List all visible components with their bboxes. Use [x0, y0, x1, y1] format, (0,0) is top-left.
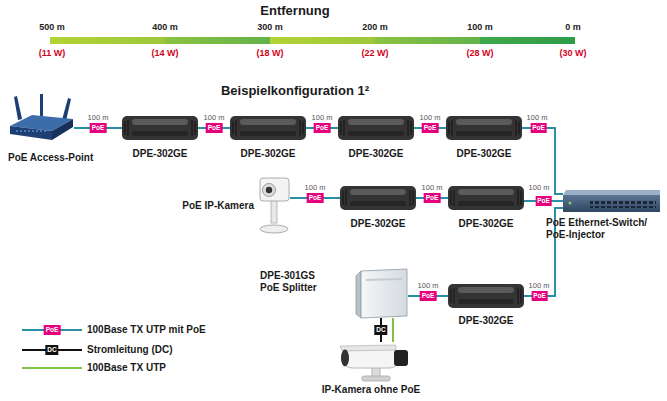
- device-label: DPE-302GE: [458, 218, 513, 230]
- power-value: (22 W): [362, 48, 389, 58]
- legend-text: 100Base TX UTP mit PoE: [87, 324, 206, 336]
- device-node: DPE-302GE: [446, 116, 522, 140]
- power-value: (18 W): [257, 48, 284, 58]
- cable-length: 100 m: [420, 113, 441, 122]
- cable-tag: PoE: [307, 193, 324, 203]
- cable-tag: PoE: [535, 196, 552, 206]
- cable-tag: PoE: [424, 193, 441, 203]
- device-label: DPE-302GE: [456, 148, 511, 160]
- device-label: DPE-302GE: [132, 148, 187, 160]
- cable-tag: PoE: [422, 123, 439, 133]
- power-value: (14 W): [152, 48, 179, 58]
- cable-length: 100 m: [312, 113, 333, 122]
- bullet-camera-icon: [340, 345, 408, 381]
- cable-length: 100 m: [418, 281, 439, 290]
- cable-tag: PoE: [530, 123, 547, 133]
- device-label: DPE-302GE: [240, 148, 295, 160]
- cable-length: 100 m: [529, 183, 550, 192]
- device-node: DPE-302GE: [122, 116, 198, 140]
- device-node: DPE-302GE: [230, 116, 306, 140]
- device-label: PoE Ethernet-Switch/ PoE-Injector: [546, 217, 664, 241]
- cable-tag: DC: [374, 325, 387, 335]
- device-node: DPE-302GE: [448, 186, 524, 210]
- distance-mark: 0 m: [565, 22, 581, 32]
- device-label: DPE-301GS PoE Splitter: [260, 270, 334, 294]
- dc-tag: DC: [45, 345, 58, 355]
- cable-length: 100 m: [88, 113, 109, 122]
- distance-mark: 300 m: [257, 22, 283, 32]
- cable-length: 100 m: [529, 281, 550, 290]
- title: Entfernung: [260, 3, 329, 18]
- device-label: PoE IP-Kamera: [182, 200, 254, 212]
- switch-icon: [563, 190, 660, 212]
- cable-tag: PoE: [420, 291, 437, 301]
- device-label: IP-Kamera ohne PoE: [322, 384, 420, 396]
- device-node: DPE-302GE: [340, 186, 416, 210]
- device-node: PoE Ethernet-Switch/ PoE-Injector: [563, 190, 660, 212]
- distance-mark: 200 m: [362, 22, 388, 32]
- device-node: PoE IP-Kamera: [258, 176, 290, 234]
- device-node: IP-Kamera ohne PoE: [332, 342, 410, 382]
- device-label: DPE-302GE: [350, 218, 405, 230]
- device-label: DPE-302GE: [458, 315, 513, 327]
- device-label: PoE Access-Point: [8, 152, 93, 164]
- device-label: DPE-302GE: [348, 148, 403, 160]
- legend-text: 100Base TX UTP: [87, 362, 166, 374]
- cable-tag: PoE: [90, 123, 107, 133]
- cable-length: 100 m: [527, 113, 548, 122]
- distance-mark: 400 m: [152, 22, 178, 32]
- power-value: (11 W): [39, 48, 66, 58]
- cable: [392, 318, 394, 342]
- distance-mark: 500 m: [39, 22, 65, 32]
- legend-text: Stromleitung (DC): [87, 344, 173, 356]
- device-node: DPE-302GE: [448, 284, 524, 308]
- cable-tag: PoE: [531, 291, 548, 301]
- distance-bar: [50, 37, 575, 44]
- cable-tag: PoE: [206, 123, 223, 133]
- cable-length: 100 m: [422, 183, 443, 192]
- device-node: PoE Access-Point: [8, 96, 74, 142]
- distance-mark: 100 m: [467, 22, 493, 32]
- ip-camera-icon: [260, 178, 289, 233]
- cable-length: 100 m: [204, 113, 225, 122]
- cable: [522, 128, 563, 194]
- device-node: DPE-301GS PoE Splitter: [356, 270, 408, 318]
- power-value: (28 W): [467, 48, 494, 58]
- splitter-icon: [356, 269, 407, 318]
- cable-length: 100 m: [305, 183, 326, 192]
- cable-tag: PoE: [314, 123, 331, 133]
- section-heading: Beispielkonfiguration 1²: [221, 83, 369, 98]
- poe-tag: PoE: [44, 325, 61, 335]
- legend-line: [22, 367, 82, 369]
- device-node: DPE-302GE: [338, 116, 414, 140]
- router-icon: [10, 94, 73, 140]
- power-value: (30 W): [560, 48, 587, 58]
